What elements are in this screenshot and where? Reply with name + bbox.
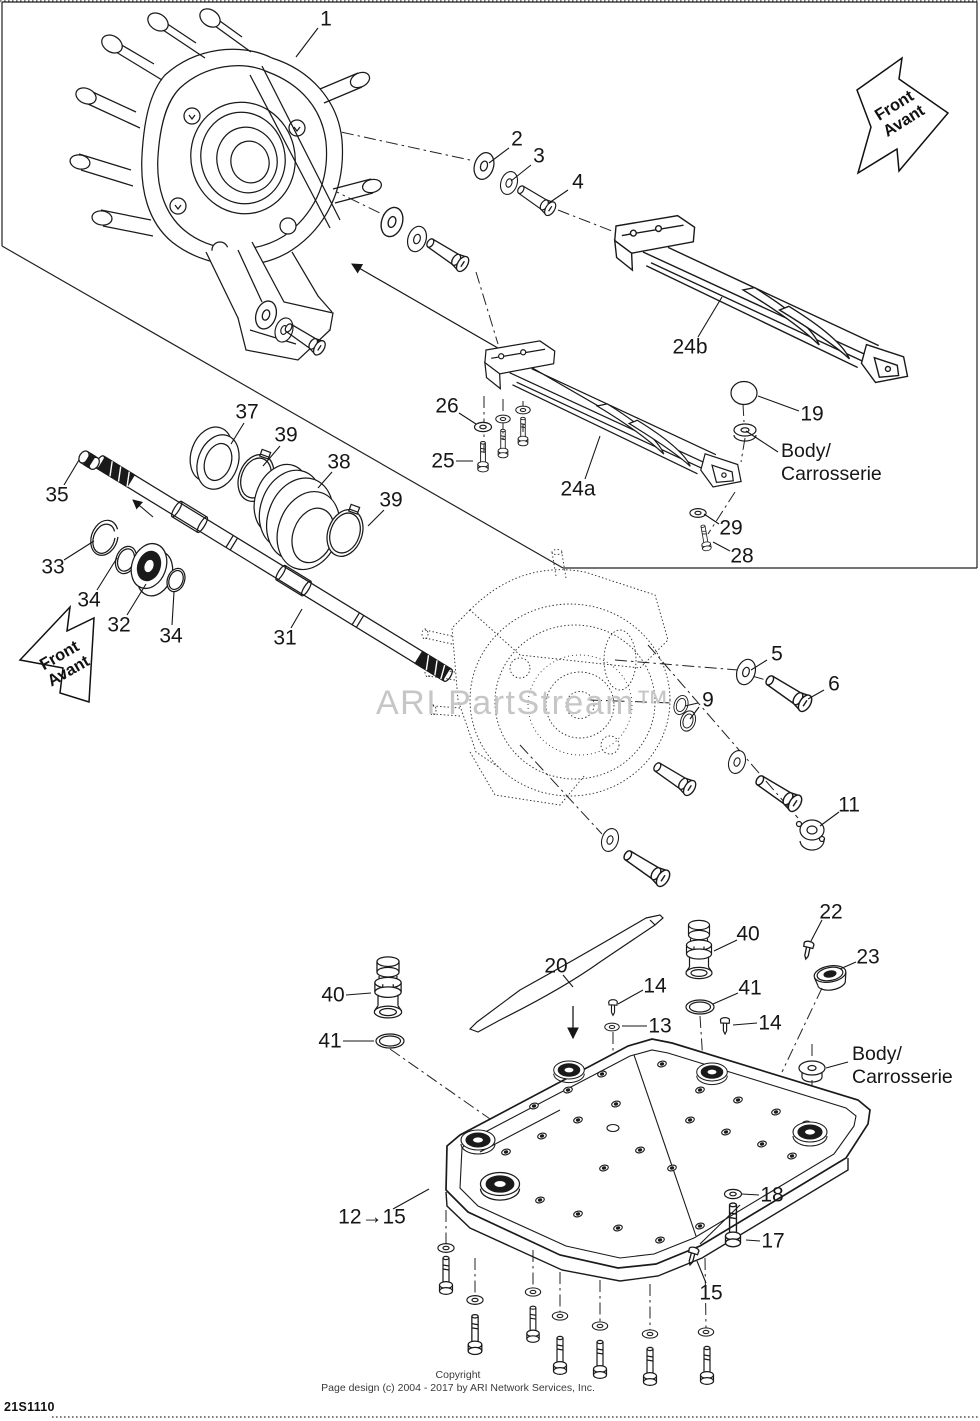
callout-28[interactable]: 28 [730, 544, 754, 568]
bracket-24b [603, 209, 921, 386]
diagram-sheet-id: 21S1110 [4, 1400, 55, 1414]
callout-29[interactable]: 29 [719, 516, 743, 540]
callout-20[interactable]: 20 [544, 954, 568, 978]
screw-22 [800, 939, 816, 961]
callout-24b[interactable]: 24b [672, 335, 708, 359]
seal-37 [189, 426, 240, 490]
callout-9[interactable]: 9 [702, 688, 714, 712]
callout-40L[interactable]: 40 [321, 983, 345, 1007]
bracket-hardware [473, 380, 758, 552]
ring-34b [166, 567, 186, 593]
callout-23[interactable]: 23 [856, 945, 880, 969]
callout-body-top: Body/ Carrosserie [781, 440, 882, 485]
part-engine-mount-1 [69, 8, 383, 361]
callout-19[interactable]: 19 [800, 402, 824, 426]
section-frame [1, 1, 978, 569]
callout-15[interactable]: 15 [699, 1281, 723, 1305]
ride-plate-12-15 [445, 1038, 871, 1282]
watermark: ARI PartStream™ [376, 684, 671, 722]
body-washer-top [733, 423, 757, 442]
oring-41-right [685, 999, 715, 1015]
callout-41L[interactable]: 41 [318, 1029, 342, 1053]
boot-38 [253, 463, 341, 571]
callout-33[interactable]: 33 [41, 555, 65, 579]
callout-6[interactable]: 6 [828, 672, 840, 696]
callout-34b[interactable]: 34 [159, 624, 183, 648]
ball-19 [730, 380, 758, 406]
callout-13[interactable]: 13 [648, 1014, 672, 1038]
leader-lines [63, 27, 857, 1284]
screw-14a [608, 999, 618, 1016]
callout-26[interactable]: 26 [435, 394, 459, 418]
washer-29 [689, 508, 707, 518]
hardware-bottom [373, 914, 847, 1387]
front-arrow-mid-left: Front Avant [18, 604, 95, 703]
callout-14b[interactable]: 14 [758, 1011, 782, 1035]
fitting-40-right [685, 919, 713, 980]
hardware-mid [598, 656, 826, 890]
callout-40R[interactable]: 40 [736, 922, 760, 946]
callout-39a[interactable]: 39 [274, 423, 298, 447]
rod-20 [468, 914, 664, 1033]
callout-34a[interactable]: 34 [77, 588, 101, 612]
bolt-6 [761, 670, 816, 715]
grommet-23 [813, 965, 847, 991]
bolt-25 [477, 441, 489, 473]
callout-38[interactable]: 38 [327, 450, 351, 474]
callout-25[interactable]: 25 [431, 449, 455, 473]
callout-39b[interactable]: 39 [379, 488, 403, 512]
front-arrow-top-right: Front Avant [856, 56, 950, 175]
callout-24a[interactable]: 24a [560, 477, 596, 501]
washer-18 [723, 1188, 743, 1200]
callout-14a[interactable]: 14 [643, 974, 667, 998]
callout-body-bottom: Body/ Carrosserie [852, 1043, 953, 1088]
washer-13 [604, 1022, 620, 1032]
callout-1[interactable]: 1 [320, 7, 332, 31]
callout-12-15[interactable]: 12→15 [338, 1205, 406, 1229]
callout-3[interactable]: 3 [533, 144, 545, 168]
copyright-line1: Copyright [435, 1369, 481, 1381]
drive-shaft-31 [78, 426, 453, 682]
fitting-40-left [373, 956, 403, 1019]
circlip-33 [90, 519, 119, 556]
bolt-4 [513, 181, 559, 219]
callout-22[interactable]: 22 [819, 900, 843, 924]
washer-5 [732, 656, 760, 688]
cap-35 [78, 450, 100, 470]
cap-11 [795, 819, 826, 851]
callout-31[interactable]: 31 [273, 626, 297, 650]
callout-41R[interactable]: 41 [738, 976, 762, 1000]
copyright-notice: Copyright Page design (c) 2004 - 2017 by… [321, 1369, 595, 1394]
washer-3 [497, 168, 521, 198]
install-direction-arrow [351, 263, 641, 431]
callout-2[interactable]: 2 [511, 127, 523, 151]
body-washer-bottom [798, 1060, 826, 1083]
pump-housing-ghost [421, 549, 671, 806]
copyright-line2: Page design (c) 2004 - 2017 by ARI Netwo… [321, 1381, 595, 1394]
clamp-39b [326, 503, 364, 557]
callout-4[interactable]: 4 [572, 170, 584, 194]
callout-37[interactable]: 37 [235, 400, 259, 424]
washer-2 [470, 149, 498, 183]
callout-5[interactable]: 5 [771, 642, 783, 666]
callout-32[interactable]: 32 [107, 613, 131, 637]
callout-35[interactable]: 35 [45, 483, 69, 507]
callout-18[interactable]: 18 [760, 1183, 784, 1207]
screw-28 [698, 523, 713, 552]
oring-41-left [375, 1033, 405, 1049]
callout-11[interactable]: 11 [838, 793, 860, 817]
callout-17[interactable]: 17 [761, 1229, 785, 1253]
screw-14b [719, 1016, 731, 1035]
